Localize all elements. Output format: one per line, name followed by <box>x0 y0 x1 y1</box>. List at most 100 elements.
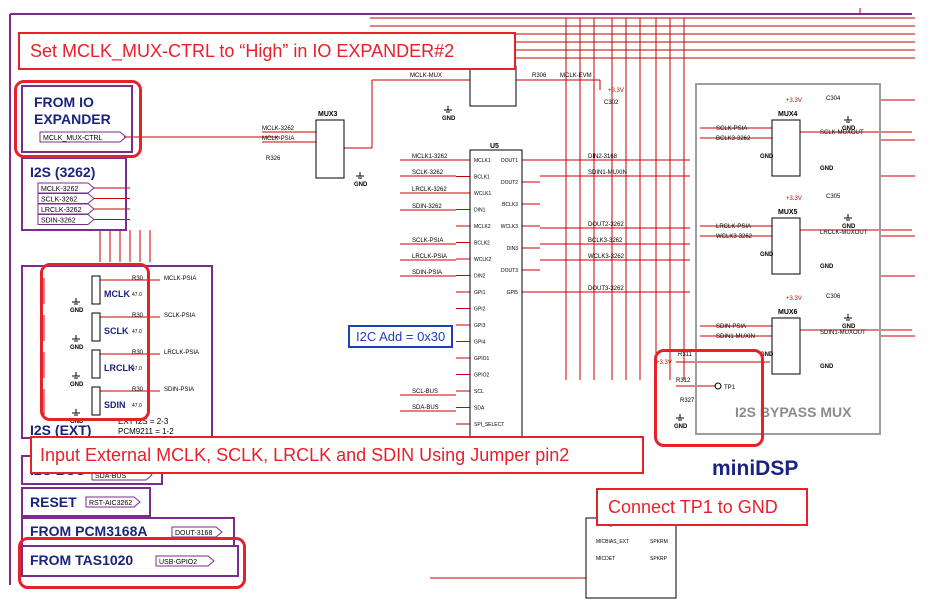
u5-left-net-7: SCL-BUS <box>412 389 438 395</box>
u5-left-pin-16: SPI_SELECT <box>474 422 504 428</box>
r311-label: R311 <box>678 352 693 358</box>
mclk-mux-ctrl-label-flag <box>39 131 127 143</box>
ext-note-1: EXT I2S = 2-3 <box>118 417 169 426</box>
mux3-ref: MUX3 <box>318 111 338 118</box>
u5-left-pin-8: GPI1 <box>474 290 486 296</box>
sda-bus-label: SDA-BUS <box>95 473 126 480</box>
bypass-mux-title: I2S BYPASS MUX <box>735 404 852 420</box>
jumper-body-1 <box>91 312 101 342</box>
tp1-label: TP1 <box>724 385 736 391</box>
ext-net-2: LRCLK-PSIA <box>164 350 199 356</box>
jumper-res-val-3: 47.0 <box>132 403 142 409</box>
ext-net-3: SDIN-PSIA <box>164 387 194 393</box>
mclk-mux-ctrl-label: MCLK_MUX-CTRL <box>43 135 103 142</box>
u5-right-net-5: DOUT3-3262 <box>588 286 624 292</box>
usb-gpio2-label-flag <box>155 555 215 567</box>
u5-left-pin-10: GPI3 <box>474 323 486 329</box>
from-io-expander-title: FROM IO EXPANDER <box>34 94 111 128</box>
jumper-gnd-2: GND <box>70 382 84 388</box>
u5-right-pin-4: DIN3 <box>507 246 519 252</box>
bypass-cap-gnd-2: GND <box>842 324 856 330</box>
jumper-res-3: R30 <box>132 387 144 393</box>
mux3-in-0: MCLK-3262 <box>262 126 295 132</box>
bypass-cap-0: C304 <box>826 96 841 102</box>
jumper-label-1: SCLK <box>104 326 129 336</box>
bypass-rail-2: +3.3V <box>786 296 802 302</box>
minidsp-brand: miniDSP <box>712 457 799 480</box>
bypass-oe-gnd-0: GND <box>760 154 774 160</box>
jumper-label-0: MCLK <box>104 289 130 299</box>
callout-mclk-mux: Set MCLK_MUX-CTRL to “High” in IO EXPAND… <box>18 32 516 70</box>
u5-left-pin-6: WCLK2 <box>474 257 491 263</box>
u5-right-pin-5: DOUT3 <box>501 268 518 274</box>
jumper-label-3: SDIN <box>104 400 126 410</box>
u5-left-net-1: SCLK-3262 <box>412 170 444 176</box>
mclk-mux-label: MCLK-MUX <box>410 73 442 79</box>
mux6-in-0: SDIN-PSIA <box>716 324 746 330</box>
u5-left-pin-12: GPIO1 <box>474 356 490 362</box>
mux3-gnd: GND <box>354 182 368 188</box>
u5-left-pin-2: WCLK1 <box>474 191 491 197</box>
u5-lower-pin-1: MICBIAS_EXT <box>596 539 629 545</box>
callout-input-external: Input External MCLK, SCLK, LRCLK and SDI… <box>30 436 644 474</box>
mux4-out: SCLK-MUXOUT <box>820 130 864 136</box>
u5-left-pin-13: GPIO2 <box>474 373 490 379</box>
from-io-title-line2: EXPANDER <box>34 111 111 127</box>
jumper-gnd-3: GND <box>70 419 84 425</box>
bypass-cap-gnd-0: GND <box>842 126 856 132</box>
callout-connect-tp1: Connect TP1 to GND <box>596 488 808 526</box>
reset-panel <box>21 487 151 517</box>
u5-left-pin-5: BCLK2 <box>474 241 490 247</box>
bypass-rail-1: +3.3V <box>786 196 802 202</box>
bypass-mux-body-0 <box>771 119 801 177</box>
i2s-3262-signal-3-flag <box>37 214 95 225</box>
bypass-mux-ref-1: MUX5 <box>778 209 798 216</box>
ext-net-0: MCLK-PSIA <box>164 276 196 282</box>
i2s-3262-signal-3: SDIN-3262 <box>41 218 76 225</box>
mux3-in-1: MCLK-PSIA <box>262 136 294 142</box>
i2c-address-box: I2C Add = 0x30 <box>348 325 454 348</box>
jumper-gnd-0: GND <box>70 308 84 314</box>
bypass-rail-0: +3.3V <box>786 98 802 104</box>
tp-rail: +3.3V <box>656 360 672 366</box>
u5-left-pin-3: DIN1 <box>474 208 486 214</box>
ext-note-2: PCM9211 = 1-2 <box>118 427 174 436</box>
jumper-gnd-1: GND <box>70 345 84 351</box>
i2s-3262-signal-0-flag <box>37 182 95 194</box>
bypass-oe-gnd-2: GND <box>760 352 774 358</box>
ext-net-1: SCLK-PSIA <box>164 313 195 319</box>
i2s-ext-title: I2S (EXT) <box>30 422 92 438</box>
u5-right-pin-0: DOUT1 <box>501 158 518 164</box>
u5-left-net-2: LRCLK-3262 <box>412 187 447 193</box>
jumper-res-val-1: 47.0 <box>132 329 142 335</box>
u5-left-net-6: SDIN-PSIA <box>412 270 442 276</box>
u5-lower-right-2: SPKRP <box>650 556 668 562</box>
buf-rail: +3.3V <box>608 88 624 94</box>
from-pcm3168a-title: FROM PCM3168A <box>30 523 148 539</box>
u5-left-pin-0: MCLK1 <box>474 158 491 164</box>
tp1-circle <box>714 382 722 390</box>
c302-label: C302 <box>604 100 619 106</box>
u5-left-net-3: SDIN-3262 <box>412 204 442 210</box>
jumper-res-val-0: 47.0 <box>132 292 142 298</box>
u5-right-net-0: DIN2-3168 <box>588 154 618 160</box>
i2s-3262-title: I2S (3262) <box>30 164 96 180</box>
bypass-mux-ref-0: MUX4 <box>778 111 798 118</box>
bypass-cap-1: C305 <box>826 194 841 200</box>
reset-title: RESET <box>30 494 77 510</box>
from-tas1020-title: FROM TAS1020 <box>30 552 134 568</box>
rst-aic3262-label-flag <box>85 496 141 508</box>
jumper-body-2 <box>91 349 101 379</box>
buf0-body <box>469 65 517 107</box>
u5-right-pin-6: GPI5 <box>507 290 519 296</box>
mux6-in-1: SDIN1-MUXIN <box>716 334 755 340</box>
dout-3168-label-flag <box>171 526 223 538</box>
from-io-panel <box>21 85 133 153</box>
callout-input-external-text: Input External MCLK, SCLK, LRCLK and SDI… <box>40 445 570 465</box>
dout-3168-label: DOUT-3168 <box>175 530 212 537</box>
bypass-oe-gnd-1: GND <box>760 252 774 258</box>
i2s-3262-signal-2: LRCLK-3262 <box>41 207 82 214</box>
i2s-3262-panel <box>21 157 127 231</box>
jumper-body-0 <box>91 275 101 305</box>
from-io-title-line1: FROM IO <box>34 94 94 110</box>
